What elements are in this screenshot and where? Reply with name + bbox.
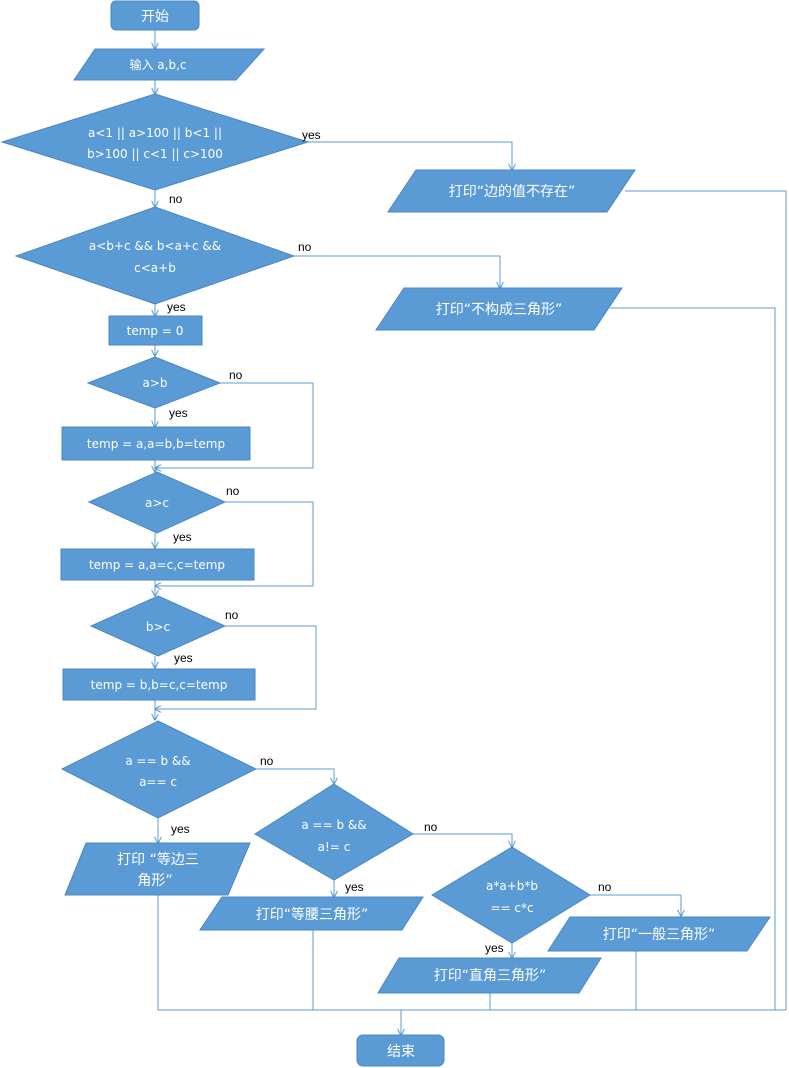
print-equilateral-line2: 角形” xyxy=(137,873,172,889)
print-not-triangle-label: 打印“不构成三角形” xyxy=(436,301,563,318)
equilateral-check-yes-label: yes xyxy=(171,822,190,836)
triangle-check-node: a<b+c && b<a+c && c<a+b xyxy=(14,206,296,305)
isosceles-check-no-label: no xyxy=(424,820,438,834)
compare-ab-no-label: no xyxy=(229,368,243,382)
init-temp-node: temp = 0 xyxy=(108,315,203,346)
isosceles-check-line2: a!= c xyxy=(318,840,351,854)
equilateral-check-node: a == b && a== c xyxy=(60,720,258,819)
compare-bc-label: b>c xyxy=(146,620,170,634)
arrow-bc-no xyxy=(155,625,317,709)
arrow-triangle-no xyxy=(294,255,500,288)
input-label: 输入 a,b,c xyxy=(129,57,186,72)
input-shape xyxy=(73,48,266,81)
compare-ac-yes-label: yes xyxy=(173,530,192,544)
compare-ac-shape xyxy=(87,471,227,534)
compare-bc-shape xyxy=(89,595,227,657)
isosceles-check-line1: a == b && xyxy=(301,818,366,832)
range-check-line2: b>100 || c<1 || c>100 xyxy=(87,147,223,161)
print-general-shape xyxy=(547,916,771,952)
arrow-eq-no xyxy=(256,768,334,784)
swap-ab-node: temp = a,a=b,b=temp xyxy=(61,426,251,461)
line-not-triangle-down xyxy=(610,307,776,1010)
arrow-iso-no xyxy=(413,833,512,847)
print-isosceles-shape xyxy=(199,896,424,931)
equilateral-check-shape xyxy=(60,720,258,819)
print-general-label: 打印“一般三角形” xyxy=(603,926,716,943)
triangle-check-yes-label: yes xyxy=(167,300,186,314)
swap-bc-shape xyxy=(62,668,256,701)
swap-ab-label: temp = a,a=b,b=temp xyxy=(87,437,225,451)
print-general-node: 打印“一般三角形” xyxy=(547,916,771,952)
start-label: 开始 xyxy=(141,9,169,25)
branch-labels: yes no no yes no yes no yes no yes no ye… xyxy=(167,128,612,955)
range-check-node: a<1 || a>100 || b<1 || b>100 || c<1 || c… xyxy=(0,93,310,191)
print-right-node: 打印“直角三角形” xyxy=(377,957,602,994)
isosceles-check-yes-label: yes xyxy=(345,880,364,894)
triangle-check-no-label: no xyxy=(298,240,312,254)
arrow-right-no xyxy=(590,894,681,916)
end-label: 结束 xyxy=(387,1044,415,1060)
swap-bc-node: temp = b,b=c,c=temp xyxy=(62,668,256,701)
start-node: 开始 xyxy=(110,0,200,31)
right-check-no-label: no xyxy=(598,880,612,894)
triangle-check-shape xyxy=(14,206,296,305)
swap-bc-label: temp = b,b=c,c=temp xyxy=(91,678,228,692)
print-isosceles-node: 打印“等腰三角形” xyxy=(199,896,424,931)
compare-bc-no-label: no xyxy=(225,608,239,622)
compare-ab-yes-label: yes xyxy=(169,406,188,420)
print-equilateral-node: 打印 “等边三 角形” xyxy=(64,842,251,896)
swap-ac-node: temp = a,a=c,c=temp xyxy=(60,548,255,581)
connectors xyxy=(155,30,787,1035)
compare-ab-node: a>b xyxy=(86,356,222,409)
isosceles-check-node: a == b && a!= c xyxy=(254,783,414,881)
right-check-yes-label: yes xyxy=(485,941,504,955)
compare-ab-shape xyxy=(86,356,222,409)
start-shape xyxy=(110,0,200,31)
range-check-shape xyxy=(0,93,310,191)
print-not-exist-label: 打印“边的值不存在” xyxy=(449,183,576,200)
compare-ac-label: a>c xyxy=(145,496,169,510)
compare-ac-node: a>c xyxy=(87,471,227,534)
print-right-label: 打印“直角三角形” xyxy=(434,967,547,984)
range-check-yes-label: yes xyxy=(302,128,321,142)
triangle-check-line1: a<b+c && b<a+c && xyxy=(89,239,221,253)
print-isosceles-label: 打印“等腰三角形” xyxy=(256,906,369,923)
line-not-exist-down xyxy=(625,190,787,1010)
arrow-ab-no xyxy=(155,382,314,468)
print-not-exist-shape xyxy=(387,169,636,213)
range-check-line1: a<1 || a>100 || b<1 || xyxy=(88,126,222,140)
compare-ac-no-label: no xyxy=(226,484,240,498)
isosceles-check-shape xyxy=(254,783,414,881)
arrow-range-yes xyxy=(308,141,512,170)
triangle-check-line2: c<a+b xyxy=(134,261,176,275)
compare-bc-yes-label: yes xyxy=(174,651,193,665)
print-not-triangle-node: 打印“不构成三角形” xyxy=(375,287,623,331)
swap-ac-label: temp = a,a=c,c=temp xyxy=(89,558,225,572)
init-temp-shape xyxy=(108,315,203,346)
print-not-triangle-shape xyxy=(375,287,623,331)
swap-ac-shape xyxy=(60,548,255,581)
arrow-ac-no xyxy=(155,501,314,586)
right-check-line1: a*a+b*b xyxy=(486,879,538,893)
equilateral-check-line1: a == b && xyxy=(125,754,190,768)
print-not-exist-node: 打印“边的值不存在” xyxy=(387,169,636,213)
equilateral-check-no-label: no xyxy=(260,754,274,768)
print-equilateral-shape xyxy=(64,842,251,896)
right-check-line2: == c*c xyxy=(490,901,533,915)
compare-ab-label: a>b xyxy=(142,376,167,390)
equilateral-check-line2: a== c xyxy=(139,775,177,789)
swap-ab-shape xyxy=(61,426,251,461)
print-right-shape xyxy=(377,957,602,994)
print-equilateral-line1: 打印 “等边三 xyxy=(117,851,199,868)
end-shape xyxy=(356,1034,445,1067)
right-check-node: a*a+b*b == c*c xyxy=(431,846,591,944)
compare-bc-node: b>c xyxy=(89,595,227,657)
range-check-no-label: no xyxy=(169,192,183,206)
input-node: 输入 a,b,c xyxy=(73,48,266,81)
init-temp-label: temp = 0 xyxy=(127,324,184,338)
right-check-shape xyxy=(431,846,591,944)
end-node: 结束 xyxy=(356,1034,445,1067)
